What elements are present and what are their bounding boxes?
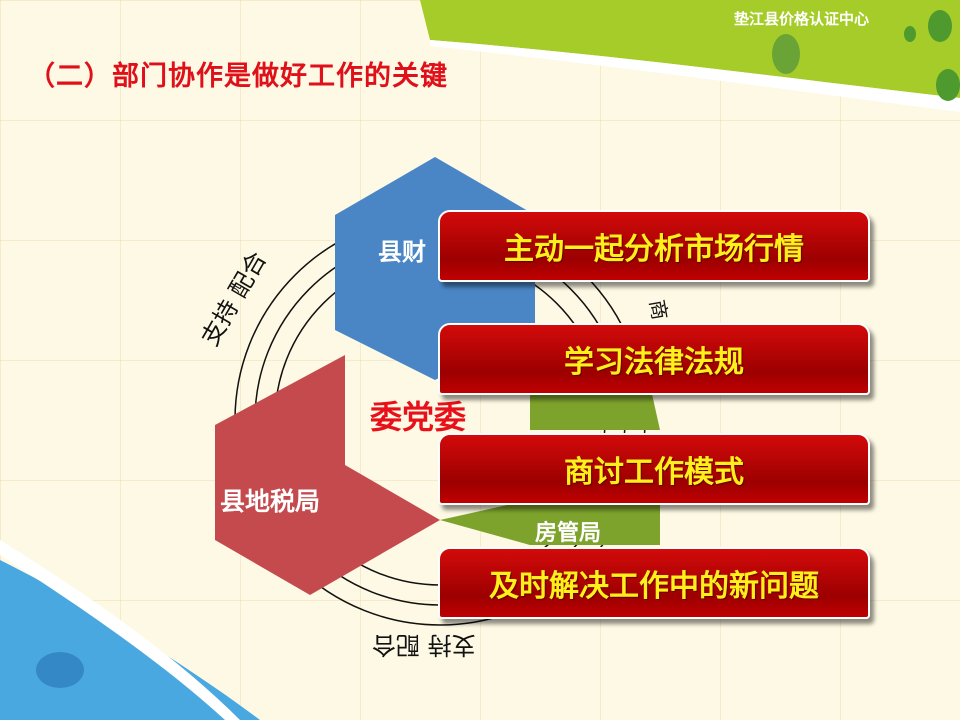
arc-label-bottom: 支持 配合 [372, 631, 476, 659]
node-label-housing: 房管局 [535, 521, 602, 546]
node-label-tax: 县地税局 [220, 487, 321, 516]
hexagon-red [215, 355, 440, 595]
node-label-finance: 县财 [378, 238, 426, 266]
water-drop-icon [928, 10, 952, 42]
water-drop-icon [904, 26, 916, 42]
banner-white-curve [430, 40, 960, 112]
water-drop-icon [936, 69, 960, 101]
green-banner [420, 0, 960, 98]
blue-corner-curve [0, 540, 240, 720]
action-box-2: 学习法律法规 [438, 323, 870, 395]
action-box-3: 商讨工作模式 [438, 433, 870, 505]
organization-name: 垫江县价格认证中心 [734, 10, 870, 28]
hexagon-green-bottom [440, 500, 660, 545]
action-box-1: 主动一起分析市场行情 [438, 210, 870, 282]
hexagon-green-top [530, 385, 660, 430]
center-label: 委党委 [370, 398, 467, 436]
slide-title: （二）部门协作是做好工作的关键 [28, 61, 448, 92]
water-drop-icon [772, 34, 800, 74]
action-box-4: 及时解决工作中的新问题 [438, 547, 870, 619]
water-drop-icon [36, 652, 84, 688]
